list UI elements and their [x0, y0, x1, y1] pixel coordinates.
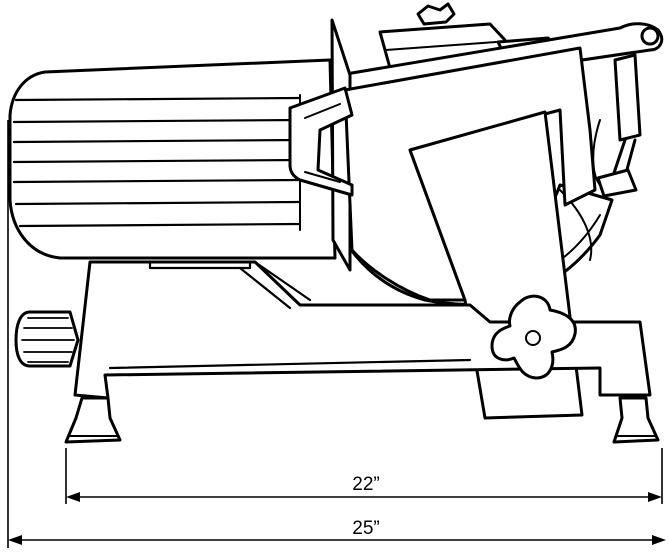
- right-foot: [612, 396, 660, 444]
- outer-dimension-label: 25”: [352, 518, 379, 539]
- front-guard-body: [343, 46, 597, 302]
- inner-arrow-right: [648, 492, 662, 502]
- base-inner-ramp: [238, 260, 312, 310]
- gauge-plate: [330, 18, 352, 272]
- inner-arrow-left: [66, 492, 80, 502]
- motor-housing: [8, 58, 337, 260]
- power-knob-ridges: [21, 317, 75, 363]
- carriage-handle-inner: [304, 103, 341, 183]
- piston-mount: [596, 168, 638, 198]
- arm-pivot: [640, 26, 660, 46]
- piston-cable: [592, 119, 601, 186]
- piston-cylinder: [613, 53, 642, 142]
- outer-arrow-left: [8, 535, 22, 545]
- dimension-lines: [7, 120, 666, 548]
- motor-housing-ribs: [12, 96, 302, 228]
- blade-top-cover-band: [385, 41, 497, 51]
- slicer-drawing: [8, 2, 664, 444]
- base-foot-line: [108, 358, 472, 370]
- star-knob-hub: [525, 330, 541, 346]
- power-knob: [14, 310, 80, 368]
- top-knob: [416, 2, 456, 26]
- carriage-handle-outer: [288, 86, 354, 197]
- inner-dimension-label: 22”: [352, 474, 379, 495]
- star-knob: [490, 294, 577, 380]
- left-foot: [64, 396, 122, 444]
- outer-arrow-right: [652, 535, 666, 545]
- base-under-plate: [148, 260, 252, 270]
